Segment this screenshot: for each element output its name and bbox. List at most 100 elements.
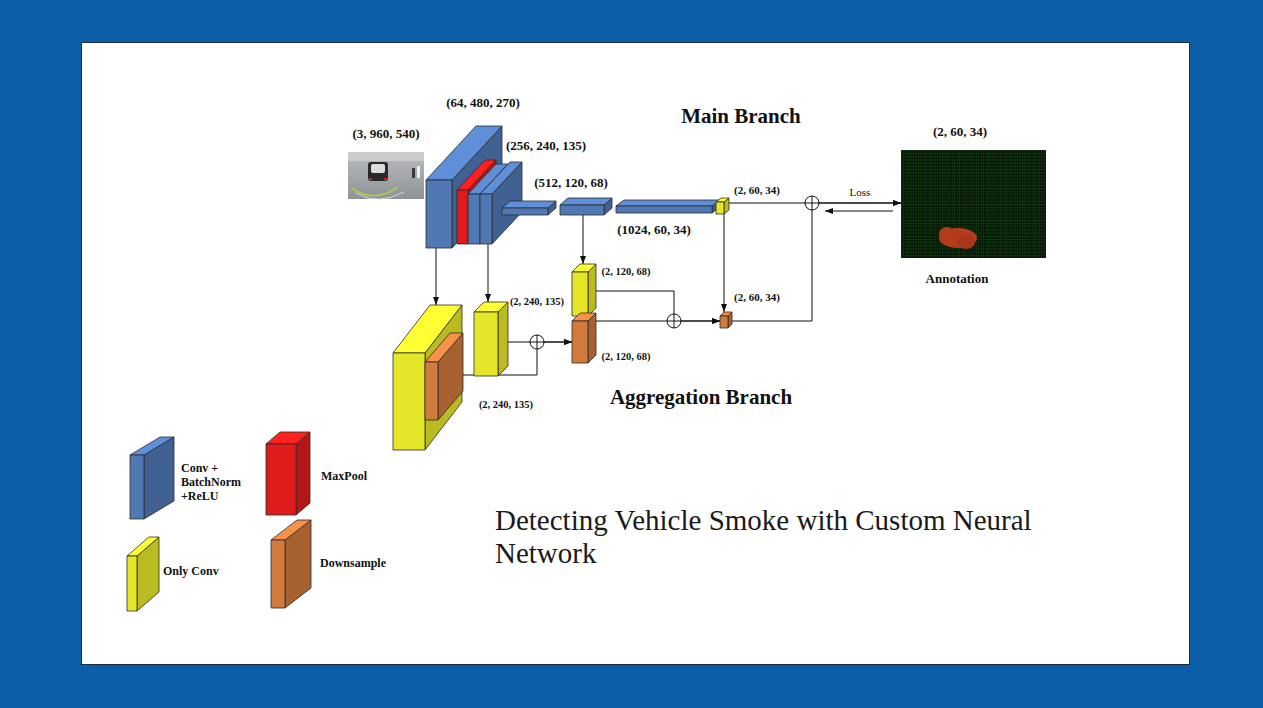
smoke-region: [939, 227, 955, 241]
front-face: [457, 190, 468, 244]
block-3d: [127, 537, 159, 611]
connector: [436, 248, 437, 305]
top-face: [266, 432, 310, 444]
front-face: [616, 206, 712, 213]
top-face: [572, 313, 596, 321]
top-face: [474, 302, 508, 312]
block-3d: [572, 264, 596, 316]
block-shape: [716, 198, 729, 214]
annotation-ground: [901, 150, 1046, 258]
side-face: [498, 302, 508, 376]
front-face: [572, 321, 588, 363]
photo-car-light: [384, 178, 387, 180]
front-face: [271, 540, 285, 608]
connector: [732, 203, 901, 321]
conv-only-block: (2, 240, 135): [474, 302, 508, 376]
top-face: [560, 198, 612, 205]
block-3d: [616, 200, 720, 213]
block-3d: [720, 312, 732, 328]
photo-car-light: [369, 178, 372, 180]
front-face: [468, 194, 480, 244]
input-photo: [348, 152, 424, 199]
front-face: [572, 272, 588, 316]
block-shape: [393, 305, 463, 450]
top-face: [716, 198, 729, 202]
smoke-region: [939, 228, 977, 248]
annotation-grid: [901, 150, 1046, 258]
top-face: [127, 537, 159, 556]
dimension-label: (2, 120, 68): [602, 266, 651, 278]
legend-text: Downsample: [320, 557, 386, 571]
dimension-label: (2, 60, 34): [734, 291, 780, 303]
sum-node: [667, 314, 681, 328]
dimension-label: (2, 60, 34): [734, 184, 780, 196]
conv-block: (1024, 60, 34): [616, 200, 720, 213]
block-shape: [474, 302, 508, 376]
edge-label: Loss: [848, 186, 873, 198]
top-face: [502, 201, 556, 208]
block-shape: [560, 198, 612, 215]
photo-sky: [348, 152, 424, 161]
dimension-label: (2, 60, 34): [933, 125, 987, 139]
dimension-label: (256, 240, 135): [506, 139, 586, 153]
side-face: [588, 264, 596, 316]
annotation-map: [901, 150, 1046, 258]
front-face: [502, 208, 548, 215]
block-3d: [425, 333, 463, 420]
smoke-region: [957, 235, 975, 249]
block-3d: [474, 302, 508, 376]
legend-swatch: [271, 520, 311, 608]
top-face: [616, 200, 720, 206]
annotation-box: (2, 60, 34)Annotation: [901, 150, 1046, 258]
block-shape: [720, 312, 732, 328]
photo-car: [368, 162, 388, 181]
dimension-label: Annotation: [926, 272, 989, 286]
side-face: [588, 313, 596, 363]
branch-label: Main Branch: [681, 104, 801, 129]
front-face: [474, 312, 498, 376]
top-face: [480, 162, 522, 194]
photo-person: [417, 166, 420, 178]
connector: [488, 244, 489, 302]
conv-block: (256, 240, 135): [457, 160, 556, 244]
block-3d: [271, 520, 311, 608]
sum-node: [530, 335, 544, 349]
block-shape: [572, 264, 596, 316]
dimension-label: (64, 480, 270): [446, 96, 520, 110]
block-shape: [457, 160, 556, 244]
block-3d: [716, 198, 729, 214]
dimension-label: (1024, 60, 34): [617, 223, 691, 237]
dimension-label: (512, 120, 68): [534, 176, 608, 190]
top-face: [130, 437, 174, 455]
dimension-label: (2, 240, 135): [510, 296, 564, 308]
conv-block: (512, 120, 68): [560, 198, 612, 215]
input-image: (3, 960, 540): [348, 152, 424, 199]
legend-text: Only Conv: [163, 565, 219, 579]
dimension-label: (3, 960, 540): [352, 127, 419, 141]
front-face: [266, 444, 296, 515]
connector: [596, 291, 720, 321]
block-3d: [266, 432, 310, 515]
connector: [583, 215, 584, 264]
block-3d: [130, 437, 174, 519]
branch-label: Aggregation Branch: [610, 385, 792, 410]
block-3d: [502, 201, 556, 215]
photo-person: [412, 168, 415, 178]
legend-text: MaxPool: [321, 470, 367, 484]
top-face: [271, 520, 311, 540]
front-face: [480, 194, 492, 244]
block-3d: [393, 305, 462, 450]
conv-only-block: (2, 120, 68): [572, 264, 596, 316]
dimension-label: (2, 240, 135): [479, 399, 533, 411]
sum-node: [805, 196, 819, 210]
connector: [724, 214, 725, 312]
top-face: [425, 333, 463, 362]
photo-car-roof: [371, 164, 385, 173]
front-face: [426, 180, 452, 248]
downsample-block: (2, 60, 34): [720, 312, 732, 328]
connector: [596, 321, 720, 322]
conv-only-block: (2, 240, 135): [393, 305, 463, 450]
downsample-block: (2, 120, 68): [572, 313, 596, 363]
photo-curve: [356, 192, 404, 199]
